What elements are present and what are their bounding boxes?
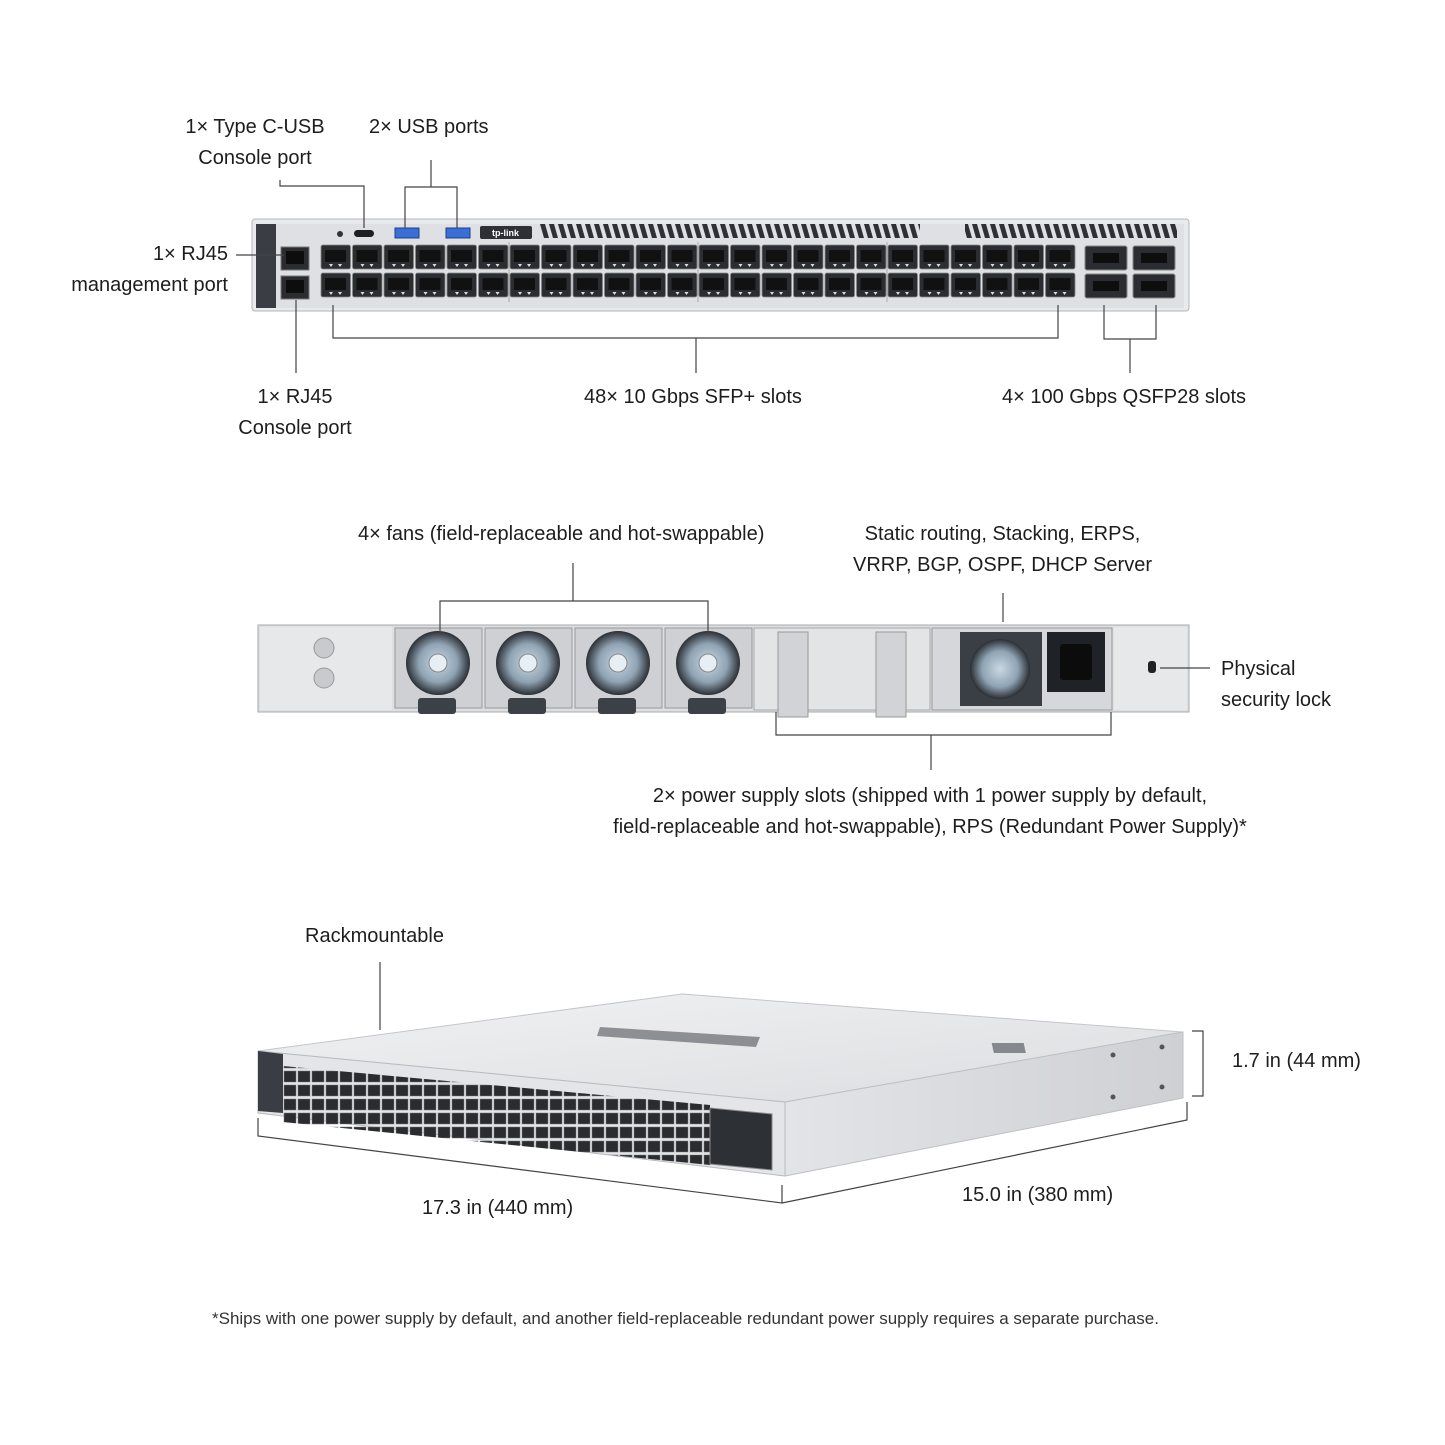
sfp-slots-label: 48× 10 Gbps SFP+ slots — [584, 386, 802, 408]
depth-label: 15.0 in (380 mm) — [962, 1184, 1114, 1206]
sfp-block-1[interactable] — [320, 244, 509, 300]
sfp-block-4[interactable] — [887, 244, 1076, 300]
rj45-management-jack — [286, 251, 304, 264]
usb-port-2[interactable] — [445, 227, 471, 239]
qsfp-cage-52 — [1141, 281, 1167, 291]
usb-port-1[interactable] — [394, 227, 420, 239]
psu-label: 2× power supply slots (shipped with 1 po… — [613, 785, 1247, 838]
features-label: Static routing, Stacking, ERPS, VRRP, BG… — [853, 523, 1152, 576]
qsfp-cage-50 — [1093, 281, 1119, 291]
top-vents-2 — [965, 224, 1177, 238]
rj45-console-jack — [286, 280, 304, 293]
reset-button[interactable] — [337, 231, 343, 237]
rackmountable-label: Rackmountable — [305, 925, 444, 947]
fan-tag: FAN 4-1 ▶ — [360, 698, 389, 704]
footnote: *Ships with one power supply by default,… — [212, 1309, 1159, 1328]
qsfp-cage-49 — [1093, 253, 1119, 263]
top-vents-1 — [540, 224, 920, 238]
sfp-block-2[interactable] — [509, 244, 698, 300]
width-label: 17.3 in (440 mm) — [422, 1197, 574, 1219]
qsfp-cage-51 — [1141, 253, 1167, 263]
security-lock-label: Physical security lock — [1221, 658, 1332, 711]
qsfp-slots-label: 4× 100 Gbps QSFP28 slots — [1002, 386, 1247, 408]
rj45-console-label: 1× RJ45 Console port — [238, 386, 352, 439]
front-brand-plate — [480, 226, 532, 239]
usb-callout — [404, 160, 458, 228]
sfp-block-3[interactable] — [698, 244, 887, 300]
usb-ports-label: 2× USB ports — [369, 116, 489, 138]
type-c-port[interactable] — [354, 230, 374, 237]
height-label: 1.7 in (44 mm) — [1232, 1050, 1361, 1072]
sfp-callout — [332, 305, 1059, 373]
front-brand-text: tp-link — [492, 228, 520, 238]
mgmt-strip — [256, 224, 276, 308]
type-c-callout — [279, 180, 365, 228]
qsfp-callout — [1103, 305, 1157, 373]
fans-label: 4× fans (field-replaceable and hot-swapp… — [358, 523, 765, 545]
type-c-console-label: 1× Type C-USB Console port — [185, 116, 325, 169]
rj45-management-label: 1× RJ45 management port — [71, 243, 228, 296]
